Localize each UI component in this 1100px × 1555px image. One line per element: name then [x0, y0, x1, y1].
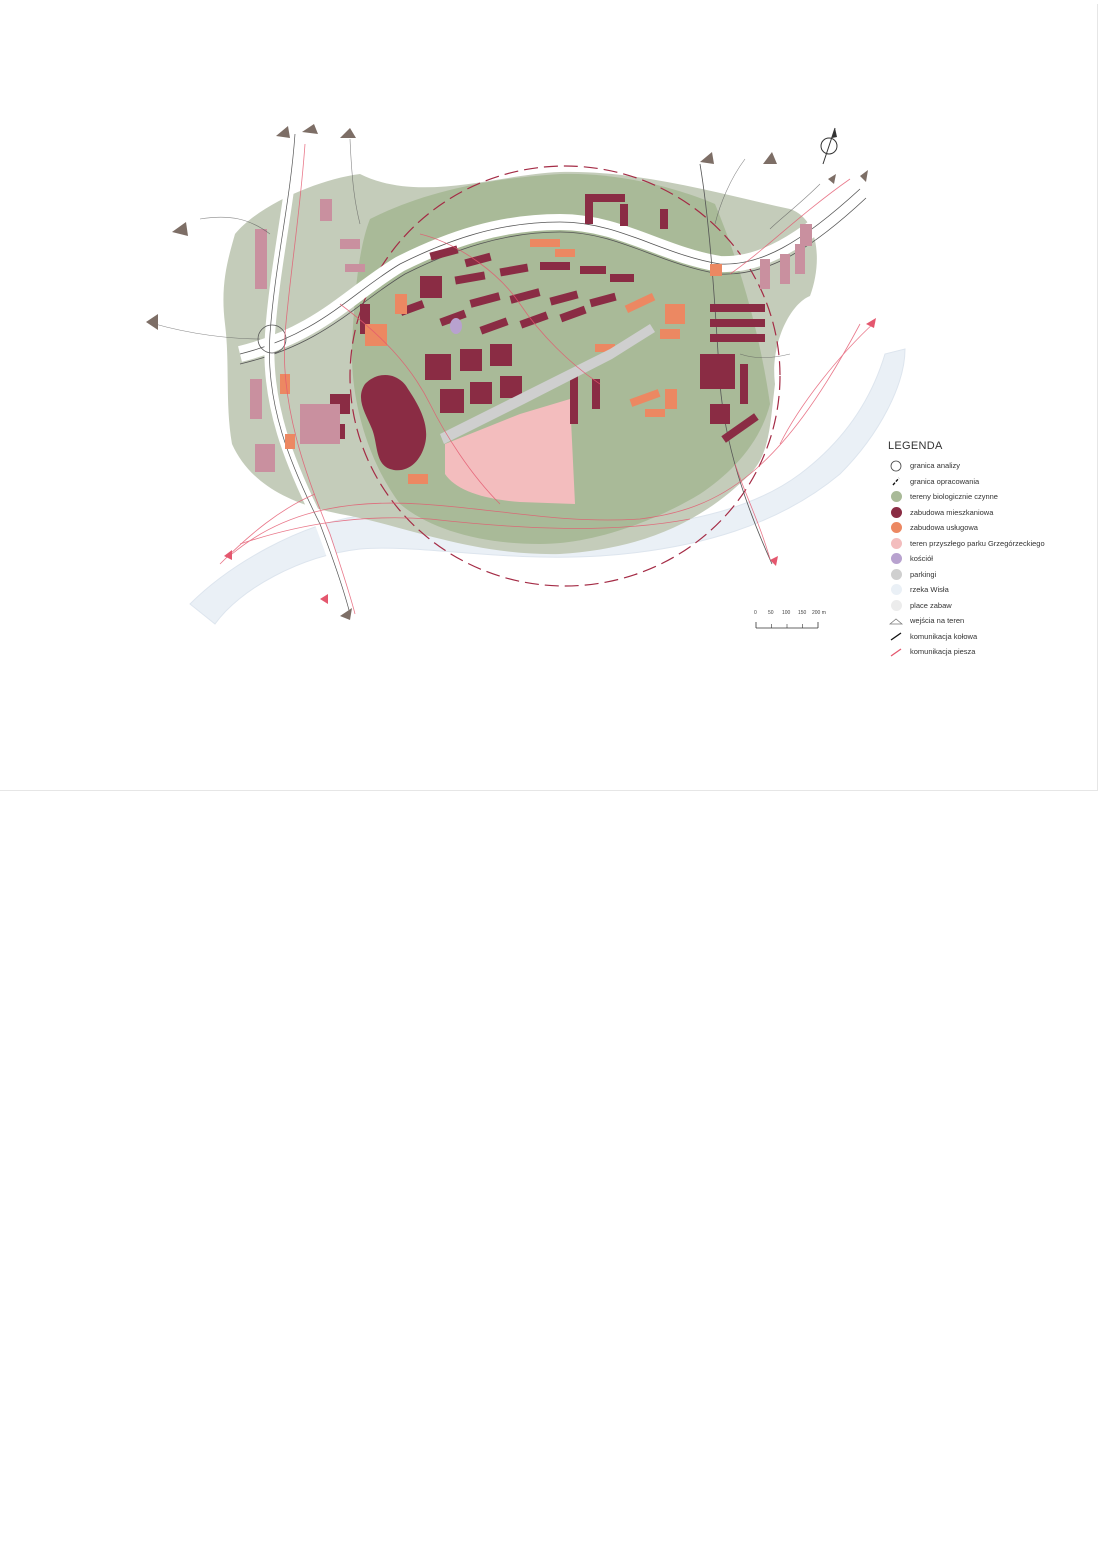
map-sheet: 0 50 100 150 200 m LEGENDA granica anali… — [0, 4, 1098, 791]
residential-buildings-outer — [250, 199, 812, 472]
legend-item-playgrounds: place zabaw — [888, 598, 1088, 614]
river-dot-icon — [890, 584, 902, 596]
scale-label-100: 100 — [782, 610, 791, 616]
entrance-markers-pink — [224, 318, 876, 604]
legend-title: LEGENDA — [888, 440, 943, 452]
legend-item-green-areas: tereny biologicznie czynne — [888, 489, 1088, 505]
legend-item-parking: parkingi — [888, 567, 1088, 583]
triangle-icon — [888, 614, 904, 628]
legend-label: komunikacja kołowa — [910, 631, 978, 641]
legend-item-analysis-boundary: granica analizy — [888, 458, 1088, 474]
site-plan-map — [146, 124, 906, 625]
legend-item-service: zabudowa usługowa — [888, 520, 1088, 536]
legend-item-church: kościół — [888, 551, 1088, 567]
pedestrian-paths — [219, 143, 876, 615]
legend-label: kościół — [910, 554, 933, 564]
legend-label: zabudowa usługowa — [910, 523, 978, 533]
scale-label-50: 50 — [768, 610, 774, 616]
legend-label: place zabaw — [910, 600, 952, 610]
legend-label: komunikacja piesza — [910, 647, 976, 657]
scale-label-200: 200 m — [812, 610, 826, 616]
red-line-icon — [888, 645, 904, 659]
park-dot-icon — [890, 537, 902, 549]
legend-item-future-park: teren przyszłego parku Grzegórzeckiego — [888, 536, 1088, 552]
legend-item-river: rzeka Wisła — [888, 582, 1088, 598]
legend-label: granica analizy — [910, 461, 961, 471]
church-dot-icon — [890, 553, 902, 565]
legend-label: zabudowa mieszkaniowa — [910, 507, 994, 517]
north-arrow-icon — [815, 124, 845, 171]
entrance-markers — [146, 124, 868, 620]
future-park-area — [445, 399, 575, 504]
legend-item-residential: zabudowa mieszkaniowa — [888, 505, 1088, 521]
legend-item-pedestrian-traffic: komunikacja piesza — [888, 644, 1088, 660]
playground-dot-icon — [890, 599, 902, 611]
scale-label-150: 150 — [798, 610, 807, 616]
service-buildings — [280, 239, 722, 484]
residential-dot-icon — [890, 506, 902, 518]
church — [450, 318, 462, 334]
service-dot-icon — [890, 522, 902, 534]
black-line-icon — [888, 629, 904, 643]
parking-dot-icon — [890, 568, 902, 580]
legend-label: granica opracowania — [910, 476, 980, 486]
scale-bar-ruler — [755, 622, 819, 629]
legend-label: tereny biologicznie czynne — [910, 492, 998, 502]
legend-label: wejścia na teren — [910, 616, 965, 626]
scale-bar: 0 50 100 150 200 m — [752, 610, 832, 636]
green-dot-icon — [890, 491, 902, 503]
legend-label: teren przyszłego parku Grzegórzeckiego — [910, 538, 1045, 548]
scale-label-0: 0 — [754, 610, 757, 616]
legend-item-entrances: wejścia na teren — [888, 613, 1088, 629]
road-network — [154, 138, 821, 359]
parking-strip — [440, 324, 655, 444]
legend-item-study-boundary: granica opracowania — [888, 474, 1088, 490]
dashed-line-icon — [888, 474, 904, 488]
scale-bar-labels: 0 50 100 150 200 m — [752, 610, 832, 618]
legend-label: parkingi — [910, 569, 937, 579]
analysis-boundary-circle — [349, 165, 781, 587]
legend-item-vehicle-traffic: komunikacja kołowa — [888, 629, 1088, 645]
legend-label: rzeka Wisła — [910, 585, 949, 595]
circle-outline-icon — [888, 459, 904, 473]
legend: LEGENDA granica analizy granica opracowa… — [888, 440, 1088, 660]
